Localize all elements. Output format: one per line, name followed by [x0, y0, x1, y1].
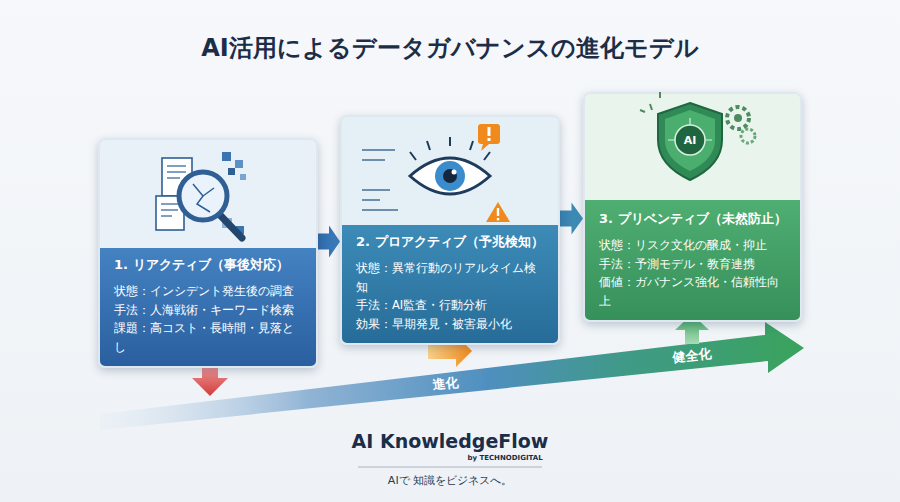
- stage-detail: 課題：高コスト・長時間・見落とし: [114, 319, 304, 356]
- stage-detail: 手法：AI監査・行動分析: [356, 296, 546, 315]
- logo-byline: by TECHNODIGITAL: [467, 454, 542, 462]
- stage-heading: 2. プロアクティブ（予兆検知）: [356, 233, 546, 251]
- stage-detail: 状態：異常行動のリアルタイム検知: [356, 259, 546, 296]
- stage-card: 2. プロアクティブ（予兆検知） 状態：異常行動のリアルタイム検知手法：AI監査・…: [340, 115, 560, 345]
- stage-detail: 価値：ガバナンス強化・信頼性向上: [599, 273, 788, 310]
- band-label: 進化: [432, 374, 460, 395]
- stage-heading: 1. リアクティブ（事後対応）: [114, 256, 304, 274]
- diagram-title: AI活用によるデータガバナンスの進化モデル: [0, 32, 900, 64]
- flow-arrow: [560, 203, 583, 235]
- stage-detail: 効果：早期発見・被害最小化: [356, 315, 546, 334]
- logo-rule: [358, 467, 542, 468]
- magnifier-illustration: [156, 152, 246, 238]
- stage-heading: 3. プリベンティブ（未然防止）: [599, 210, 788, 228]
- stage-detail: 手法：人海戦術・キーワード検索: [114, 301, 304, 320]
- logo-name: AI KnowledgeFlow: [352, 430, 549, 452]
- stage-card: 1. リアクティブ（事後対応） 状態：インシデント発生後の調査手法：人海戦術・キー…: [98, 138, 318, 368]
- stage-detail: 手法：予測モデル・教育連携: [599, 255, 788, 274]
- flow-arrow: [318, 226, 340, 258]
- stage-detail: 状態：インシデント発生後の調査: [114, 282, 304, 301]
- shield-illustration: [640, 92, 755, 180]
- stage-card: 3. プリベンティブ（未然防止） 状態：リスク文化の醸成・抑止手法：予測モデル・教…: [583, 92, 802, 322]
- eye-illustration: [362, 124, 510, 222]
- logo-tagline: AIで 知識をビジネスへ。: [388, 473, 512, 488]
- stage-detail: 状態：リスク文化の醸成・抑止: [599, 236, 788, 255]
- shield-text: AI: [684, 134, 697, 147]
